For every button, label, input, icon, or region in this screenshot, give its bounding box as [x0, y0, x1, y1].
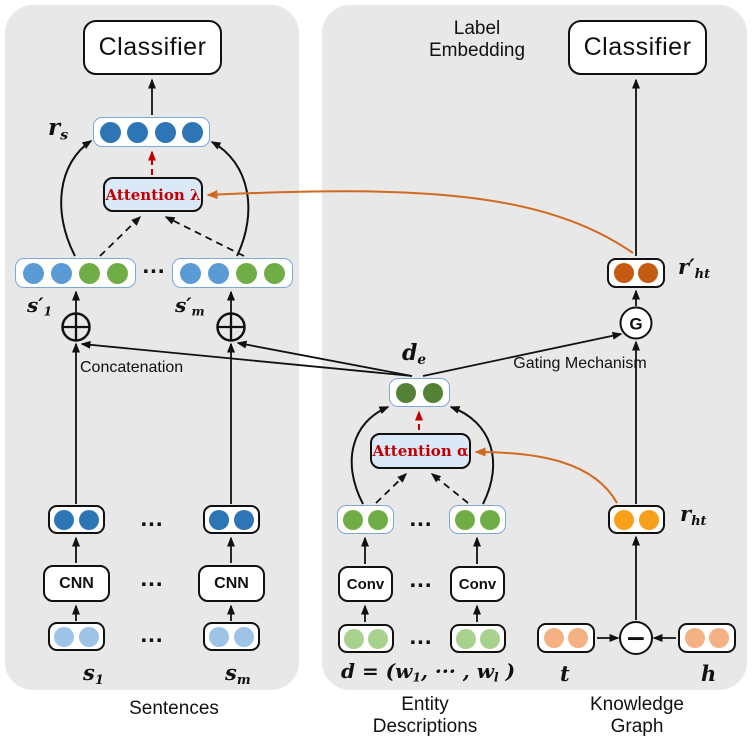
conv-label-2: Conv	[458, 575, 497, 593]
vector-dot	[396, 382, 417, 403]
vector-dot	[23, 262, 44, 284]
s1-prime-vector	[15, 258, 136, 288]
vector-dot	[54, 626, 75, 647]
conv-box-1: Conv	[338, 566, 393, 602]
vector-dot	[127, 121, 149, 143]
vector-dot	[638, 509, 659, 530]
w1-input-vector	[338, 624, 394, 653]
rht-prime-vector	[607, 258, 665, 288]
s1-prime-label: s′1	[27, 293, 53, 319]
s1-encoded-vector	[48, 505, 105, 534]
vector-dot	[480, 628, 500, 649]
cnn-label-1: CNN	[59, 574, 94, 592]
attention-lambda-box: Attention λ	[103, 177, 203, 212]
h-vector	[678, 623, 736, 653]
cnn-label-2: CNN	[214, 574, 249, 592]
w1-encoded-vector	[337, 505, 394, 534]
rht-vector	[608, 505, 665, 534]
ellipsis-cnn: ...	[140, 565, 164, 592]
vector-dot	[638, 263, 659, 283]
ellipsis-sprime: ...	[142, 252, 166, 279]
h-label: h	[701, 661, 717, 686]
sm-prime-label: s′m	[175, 293, 205, 319]
vector-dot	[180, 262, 201, 284]
classifier-label-right: Classifier	[583, 33, 692, 61]
vector-dot	[456, 628, 476, 649]
attention-alpha-box: Attention α	[370, 433, 471, 469]
vector-dot	[343, 509, 363, 530]
de-label: de	[402, 340, 427, 369]
vector-dot	[181, 121, 203, 143]
gating-mechanism-label: Gating Mechanism	[513, 355, 647, 372]
ellipsis-win: ...	[409, 623, 433, 650]
classifier-box-left: Classifier	[83, 20, 222, 75]
rs-vector	[93, 117, 210, 147]
vector-dot	[54, 509, 75, 530]
vector-dot	[543, 628, 564, 648]
ellipsis-wenc: ...	[409, 505, 433, 532]
classifier-box-right: Classifier	[568, 20, 707, 75]
vector-dot	[208, 262, 229, 284]
vector-dot	[233, 626, 254, 647]
cnn-box-1: CNN	[43, 565, 110, 602]
attention-alpha-label: Attention α	[372, 442, 469, 460]
vector-dot	[79, 262, 100, 284]
cnn-box-2: CNN	[198, 565, 265, 602]
conv-label-1: Conv	[346, 575, 385, 593]
rht-prime-label: r′ht	[678, 254, 711, 282]
de-vector	[389, 378, 450, 407]
rht-label: rht	[680, 501, 707, 529]
s1-input-vector	[48, 622, 105, 651]
vector-dot	[78, 626, 99, 647]
knowledge-graph-caption: Knowledge Graph	[589, 694, 685, 738]
t-vector	[537, 623, 595, 653]
sentences-caption: Sentences	[129, 698, 219, 719]
vector-dot	[154, 121, 176, 143]
wl-input-vector	[450, 624, 506, 653]
attention-lambda-label: Attention λ	[105, 185, 201, 204]
vector-dot	[264, 262, 285, 284]
vector-dot	[344, 628, 364, 649]
ellipsis-sin: ...	[140, 621, 164, 648]
s1-label: s1	[83, 660, 104, 688]
ellipsis-conv: ...	[409, 566, 433, 593]
vector-dot	[107, 262, 128, 284]
label-embedding-title: Label Embedding	[428, 18, 526, 62]
vector-dot	[100, 121, 122, 143]
vector-dot	[480, 509, 500, 530]
vector-dot	[209, 626, 230, 647]
t-label: t	[560, 661, 570, 686]
vector-dot	[368, 628, 388, 649]
concatenation-label: Concatenation	[80, 359, 184, 376]
vector-dot	[368, 509, 388, 530]
sm-label: sm	[225, 660, 251, 688]
vector-dot	[684, 628, 705, 648]
sm-prime-vector	[172, 258, 293, 288]
conv-box-2: Conv	[450, 566, 505, 602]
wl-encoded-vector	[449, 505, 506, 534]
vector-dot	[233, 509, 254, 530]
d-sequence-label: d = (w1, ··· , wl )	[341, 659, 516, 685]
vector-dot	[614, 509, 635, 530]
sm-input-vector	[203, 622, 260, 651]
vector-dot	[455, 509, 475, 530]
rs-label: rs	[48, 114, 69, 144]
vector-dot	[51, 262, 72, 284]
sm-encoded-vector	[203, 505, 260, 534]
vector-dot	[568, 628, 589, 648]
vector-dot	[709, 628, 730, 648]
vector-dot	[613, 263, 634, 283]
vector-dot	[209, 509, 230, 530]
vector-dot	[236, 262, 257, 284]
vector-dot	[422, 382, 443, 403]
entity-descriptions-caption: Entity Descriptions	[372, 694, 478, 738]
ellipsis-senc: ...	[140, 505, 164, 532]
vector-dot	[78, 509, 99, 530]
classifier-label-left: Classifier	[98, 33, 207, 61]
